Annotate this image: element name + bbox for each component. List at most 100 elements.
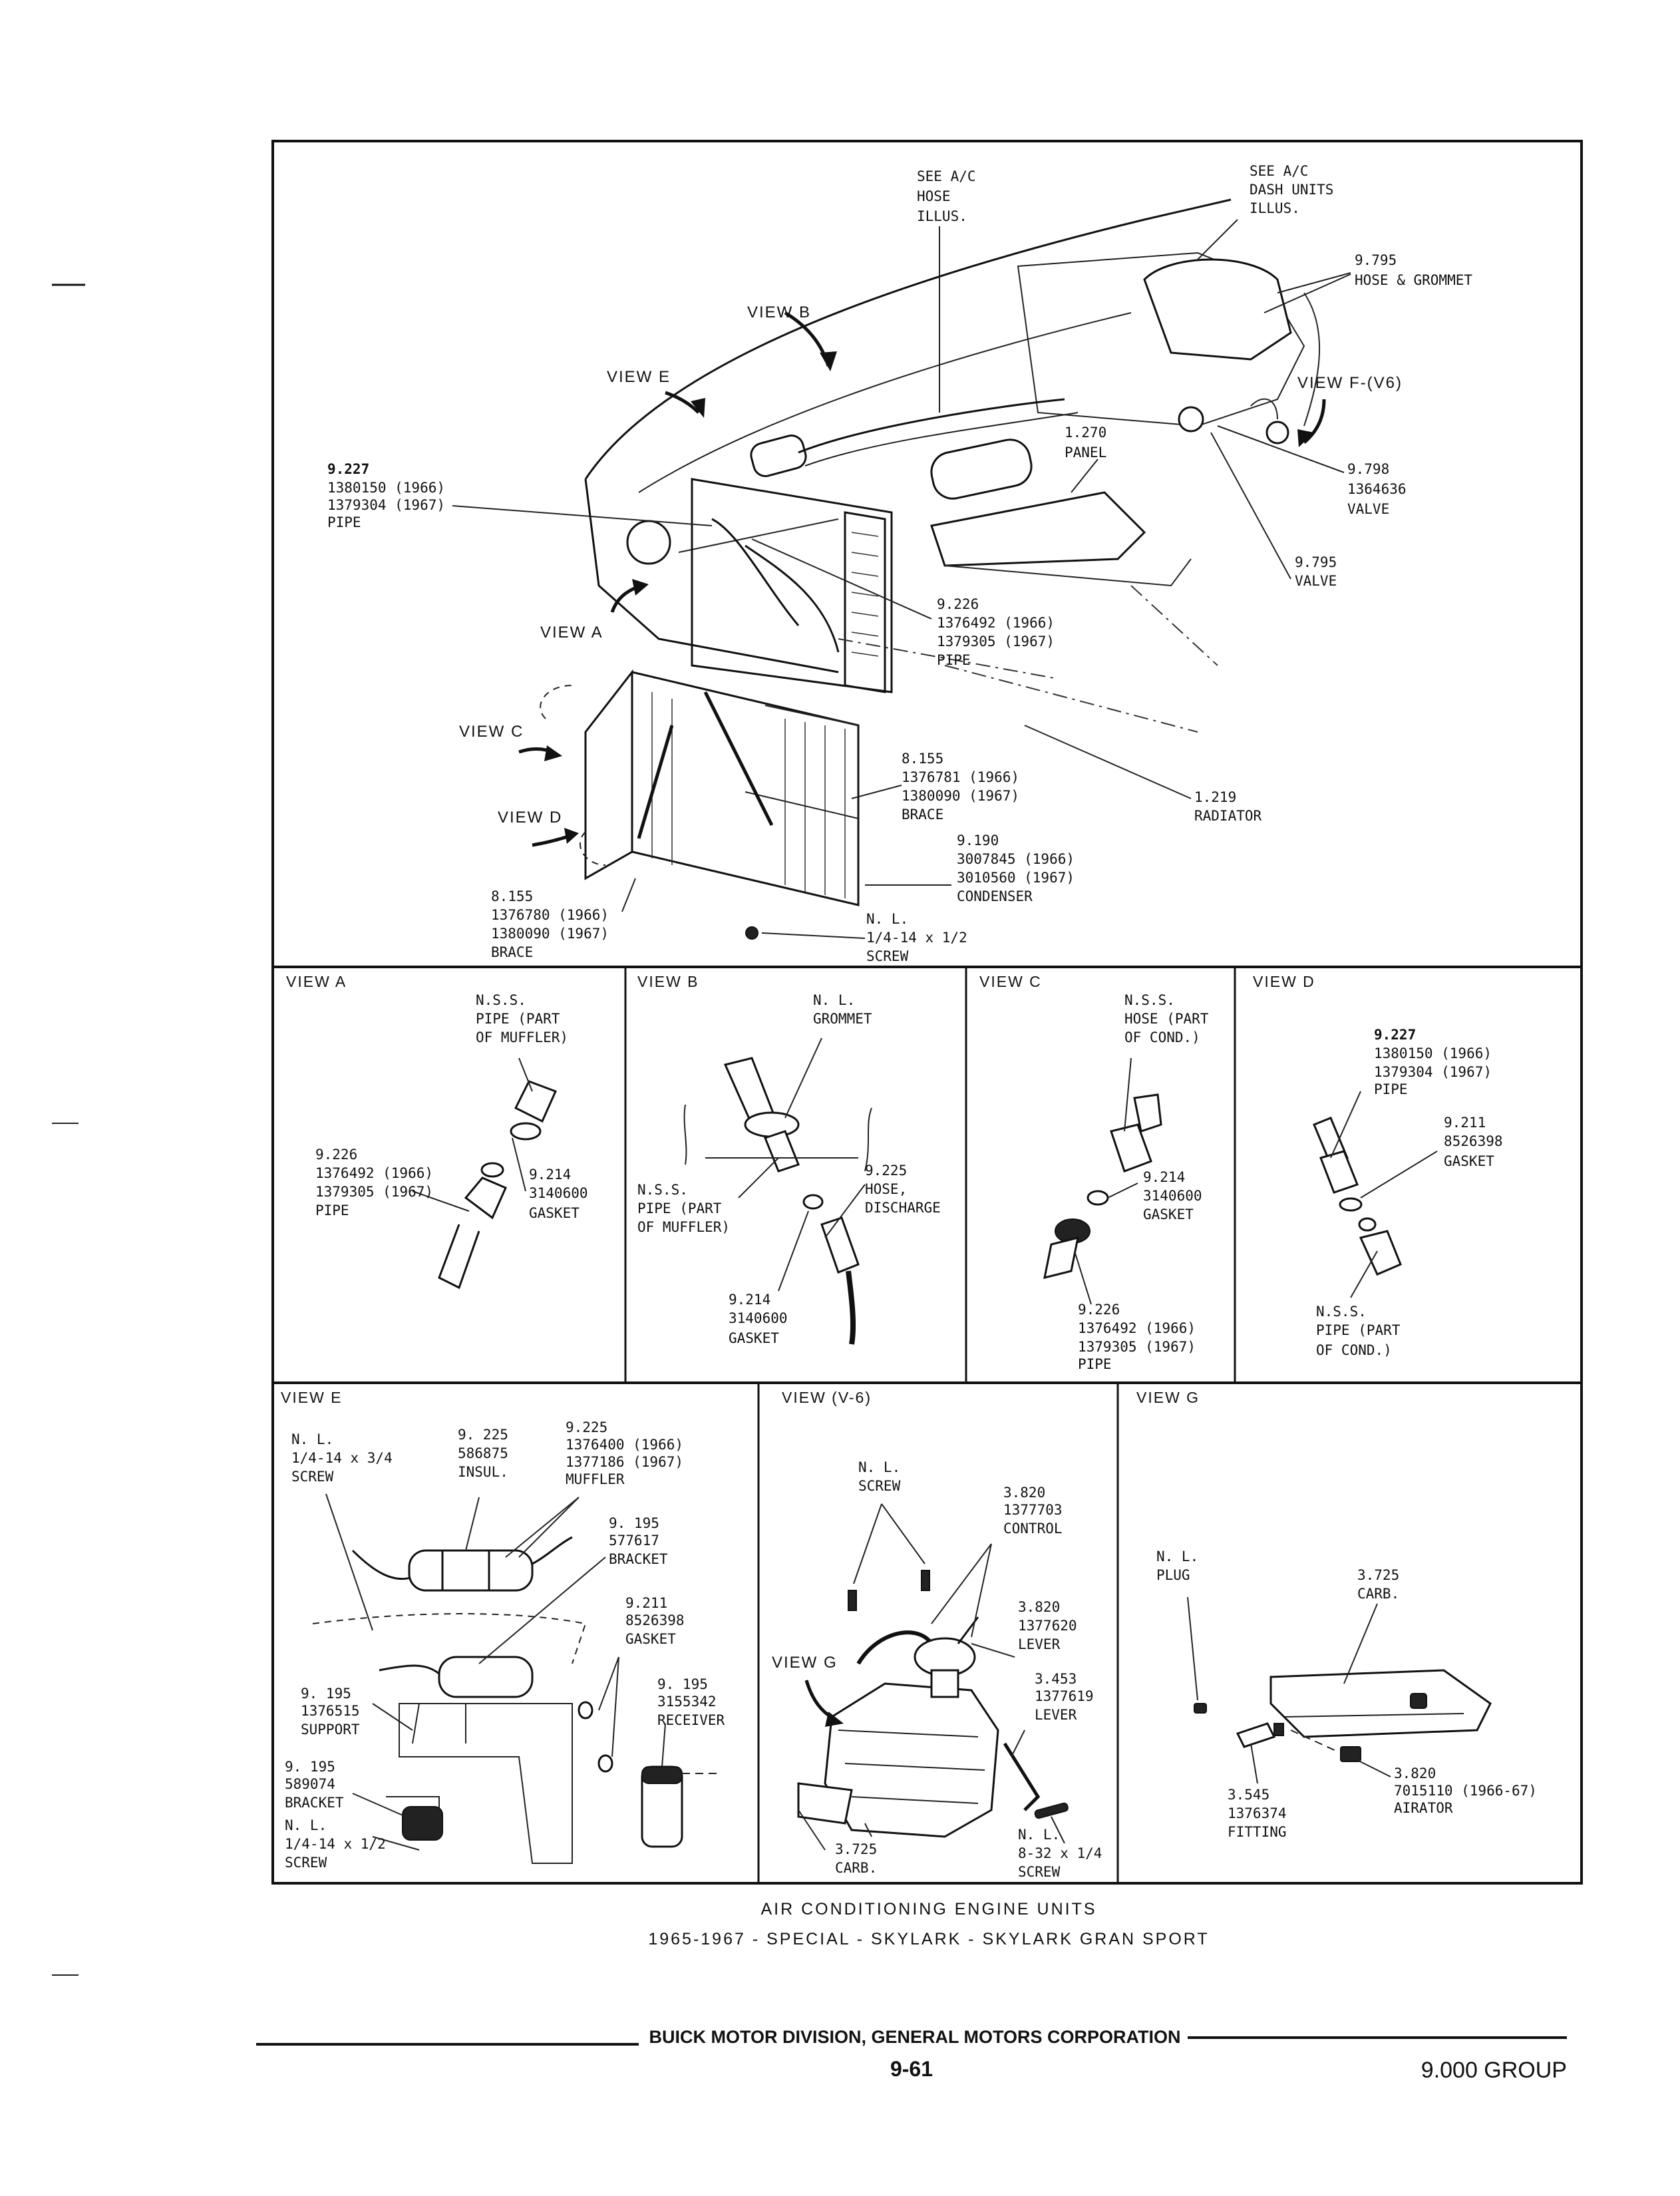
svg-text:1376515: 1376515	[301, 1703, 360, 1719]
svg-text:GASKET: GASKET	[729, 1330, 779, 1346]
svg-text:N. L.: N. L.	[858, 1459, 900, 1475]
svg-text:OF COND.): OF COND.)	[1316, 1342, 1392, 1358]
view-e-label-bracket-2: 9. 195 589074 BRACKET	[285, 1759, 344, 1811]
svg-text:3.820: 3.820	[1394, 1765, 1436, 1781]
svg-text:PIPE (PART: PIPE (PART	[637, 1200, 722, 1216]
svg-text:PIPE: PIPE	[937, 652, 971, 668]
svg-text:LEVER: LEVER	[1018, 1636, 1061, 1652]
view-e-label-muffler: 9.225 1376400 (1966) 1377186 (1967) MUFF…	[566, 1419, 683, 1487]
view-e-label-screw-bottom: N. L. 1/4-14 x 1/2 SCREW	[285, 1817, 386, 1871]
svg-text:8.155: 8.155	[491, 888, 533, 904]
view-v6-label-carb: 3.725 CARB.	[835, 1841, 877, 1876]
svg-text:9.211: 9.211	[1444, 1115, 1486, 1131]
svg-text:PIPE (PART: PIPE (PART	[1316, 1322, 1401, 1338]
view-v6-label-lever-2: 3.453 1377619 LEVER	[1035, 1671, 1094, 1723]
view-e-label-support: 9. 195 1376515 SUPPORT	[301, 1686, 360, 1738]
muffler	[750, 435, 807, 477]
carb-body-g	[1269, 1669, 1492, 1738]
svg-text:N. L.: N. L.	[813, 992, 855, 1008]
view-g-label-plug: N. L. PLUG	[1156, 1549, 1198, 1583]
svg-text:3007845 (1966): 3007845 (1966)	[957, 851, 1075, 867]
pipe-9226	[745, 544, 840, 653]
svg-text:HOSE & GROMMET: HOSE & GROMMET	[1355, 272, 1472, 288]
label-radiator: 1.219 RADIATOR	[1194, 789, 1262, 824]
view-b-label-gasket: 9.214 3140600 GASKET	[729, 1292, 788, 1346]
svg-text:RADIATOR: RADIATOR	[1194, 808, 1262, 824]
svg-text:3155342: 3155342	[657, 1694, 717, 1710]
page-footer: BUICK MOTOR DIVISION, GENERAL MOTORS COR…	[256, 2027, 1567, 2083]
label-view-e: VIEW E	[607, 368, 671, 386]
svg-text:9.190: 9.190	[957, 832, 999, 848]
view-d-title: VIEW D	[1253, 973, 1315, 990]
view-e-label-receiver: 9. 195 3155342 RECEIVER	[657, 1676, 725, 1728]
svg-text:3.820: 3.820	[1003, 1485, 1045, 1501]
svg-text:VALVE: VALVE	[1295, 573, 1337, 589]
svg-text:586875: 586875	[458, 1445, 508, 1461]
svg-text:9.214: 9.214	[529, 1167, 571, 1183]
view-b-parts	[683, 1057, 872, 1345]
view-d-label-pipe: 9.227 1380150 (1966) 1379304 (1967) PIPE	[1374, 1027, 1492, 1097]
label-valve-9795: 9.795 VALVE	[1295, 554, 1337, 589]
svg-text:N.S.S.: N.S.S.	[1124, 992, 1175, 1008]
bracket-block	[402, 1806, 443, 1841]
margin-marks	[52, 283, 85, 1976]
arrow-view-e	[665, 391, 700, 414]
svg-text:1379305 (1967): 1379305 (1967)	[1078, 1339, 1196, 1355]
svg-text:ILLUS.: ILLUS.	[1250, 200, 1300, 216]
view-v6-label-view-g: VIEW G	[772, 1654, 838, 1672]
diagram-frame	[271, 140, 1583, 1885]
svg-text:BRACKET: BRACKET	[285, 1795, 344, 1811]
view-b-title: VIEW B	[637, 973, 699, 990]
svg-text:577617: 577617	[609, 1533, 659, 1549]
svg-text:GROMMET: GROMMET	[813, 1011, 872, 1027]
svg-text:9.225: 9.225	[865, 1163, 907, 1179]
svg-text:589074: 589074	[285, 1776, 335, 1792]
view-c-label-gasket: 9.214 3140600 GASKET	[1143, 1169, 1202, 1222]
view-d-parts	[1313, 1117, 1402, 1276]
view-e-parts	[312, 1536, 719, 1864]
view-g-label-fitting: 3.545 1376374 FITTING	[1228, 1787, 1287, 1840]
label-view-a: VIEW A	[540, 624, 603, 641]
svg-text:GASKET: GASKET	[529, 1205, 580, 1221]
svg-text:1379304 (1967): 1379304 (1967)	[1374, 1064, 1492, 1080]
svg-text:FITTING: FITTING	[1228, 1824, 1287, 1840]
dash-unit	[1143, 258, 1292, 361]
svg-text:9.214: 9.214	[729, 1292, 770, 1308]
carburetor	[824, 1682, 999, 1838]
svg-text:8526398: 8526398	[1444, 1133, 1503, 1149]
panel-view-a: VIEW A N.S.S. PIPE (PART OF MUFFLER) 9.2…	[286, 973, 588, 1290]
svg-text:1379305 (1967): 1379305 (1967)	[937, 634, 1055, 649]
brace-lower	[637, 725, 674, 839]
view-v6-label-lever-1: 3.820 1377620 LEVER	[1018, 1599, 1077, 1652]
view-b-label-grommet: N. L. GROMMET	[813, 992, 872, 1027]
svg-text:OF MUFFLER): OF MUFFLER)	[637, 1219, 730, 1235]
svg-text:1380150 (1966): 1380150 (1966)	[327, 480, 445, 496]
svg-text:BRACE: BRACE	[491, 944, 533, 960]
svg-text:SCREW: SCREW	[858, 1478, 901, 1494]
svg-text:9. 195: 9. 195	[285, 1759, 335, 1775]
svg-text:1.270: 1.270	[1065, 425, 1106, 441]
svg-text:INSUL.: INSUL.	[458, 1464, 508, 1480]
svg-text:9.214: 9.214	[1143, 1169, 1185, 1185]
panel-view-v6: VIEW (V-6) N. L.	[772, 1389, 1102, 1880]
pipe-9227	[711, 518, 800, 626]
svg-text:9.798: 9.798	[1347, 461, 1389, 477]
svg-text:N.S.S.: N.S.S.	[637, 1182, 688, 1198]
view-v6-label-screw: N. L. SCREW	[858, 1459, 901, 1494]
view-a-label-gasket: 9.214 3140600 GASKET	[529, 1167, 588, 1221]
svg-text:9. 225: 9. 225	[458, 1427, 508, 1443]
view-d-label-gasket: 9.211 8526398 GASKET	[1444, 1115, 1503, 1169]
svg-text:1377703: 1377703	[1003, 1502, 1063, 1518]
airator	[1340, 1746, 1361, 1762]
svg-text:3.725: 3.725	[835, 1841, 877, 1857]
main-assembly-illustration	[540, 198, 1321, 940]
svg-text:3140600: 3140600	[1143, 1188, 1202, 1204]
panel-view-b: VIEW B N. L. GROMMET N.S.S. PIPE (PART O…	[637, 973, 941, 1346]
view-b-label-hose: 9.225 HOSE, DISCHARGE	[865, 1163, 941, 1216]
fender-outline	[584, 198, 1232, 480]
panel-view-e: VIEW E	[281, 1389, 725, 1871]
svg-text:1380090 (1967): 1380090 (1967)	[491, 926, 609, 942]
view-v6-label-screw-2: N. L. 8-32 x 1/4 SCREW	[1018, 1827, 1102, 1880]
view-c-label-nss: N.S.S. HOSE (PART OF COND.)	[1124, 992, 1209, 1045]
svg-text:HOSE (PART: HOSE (PART	[1124, 1011, 1209, 1027]
